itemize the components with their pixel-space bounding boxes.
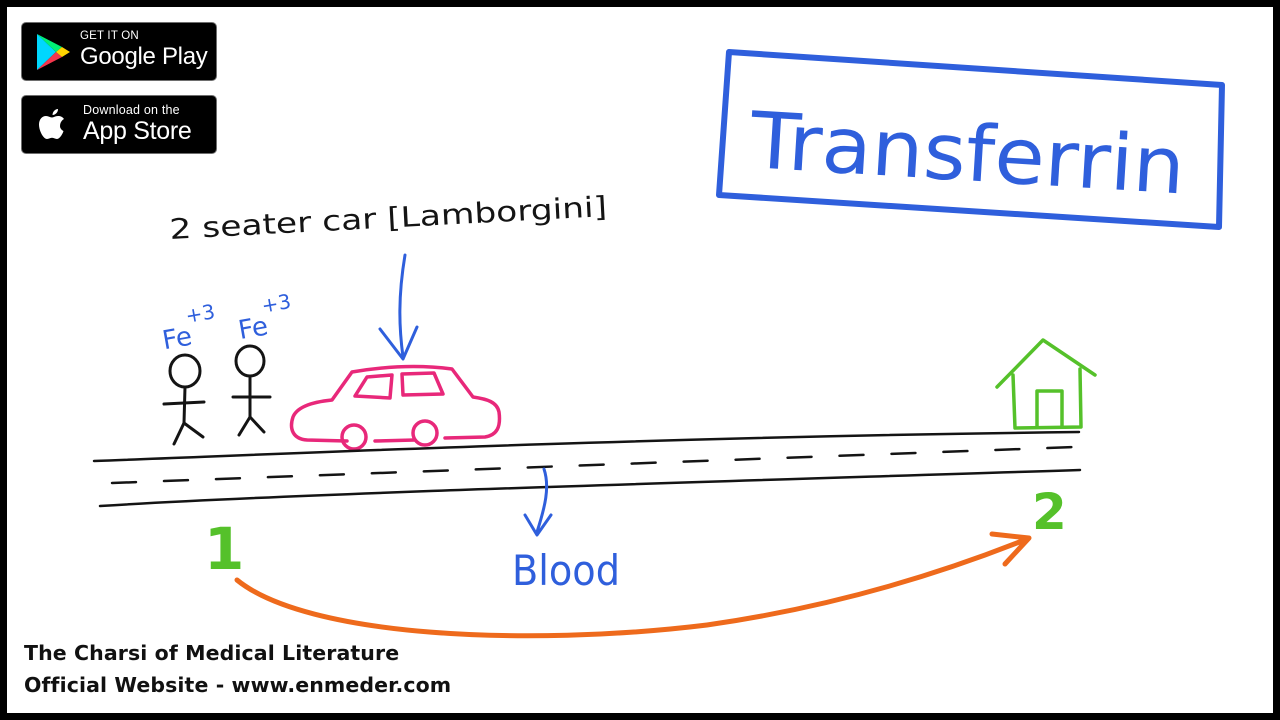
iron-ion-label-2: Fe +3 xyxy=(236,289,293,346)
iron-stick-figure-1 xyxy=(162,353,206,446)
car-drawing xyxy=(289,364,502,451)
app-store-big-text: App Store xyxy=(83,117,192,145)
svg-text:Fe: Fe xyxy=(160,322,194,357)
app-store-badge[interactable]: Download on the App Store xyxy=(21,95,217,154)
blood-pointer-arrow xyxy=(523,467,553,537)
road-blood-vessel xyxy=(92,430,1082,508)
apple-icon xyxy=(39,109,64,139)
house-icon xyxy=(995,338,1097,430)
title-text: Transferrin xyxy=(747,96,1188,212)
whiteboard-drawing: Transferrin 2 seater car [Lamborgini] Fe… xyxy=(92,49,1225,639)
app-store-small-text: Download on the xyxy=(83,103,180,117)
svg-text:Fe: Fe xyxy=(236,311,270,346)
blood-label: Blood xyxy=(512,546,620,595)
transport-arrow xyxy=(234,531,1032,639)
google-play-icon xyxy=(37,34,70,70)
svg-text:+3: +3 xyxy=(184,299,217,328)
video-frame: GET IT ON Google Play Download on the Ap… xyxy=(7,7,1273,713)
car-label: 2 seater car [Lamborgini] xyxy=(169,190,608,246)
google-play-big-text: Google Play xyxy=(80,43,208,70)
title-box xyxy=(716,49,1225,230)
google-play-small-text: GET IT ON xyxy=(80,30,139,42)
website-caption: Official Website - www.enmeder.com xyxy=(24,673,452,697)
iron-ion-label-1: Fe +3 xyxy=(160,299,217,357)
iron-stick-figure-2 xyxy=(231,344,272,437)
car-pointer-arrow xyxy=(378,253,419,361)
google-play-badge[interactable]: GET IT ON Google Play xyxy=(21,22,217,81)
svg-text:+3: +3 xyxy=(260,289,293,318)
start-point-label: 1 xyxy=(204,515,244,583)
channel-caption: The Charsi of Medical Literature xyxy=(24,641,400,665)
end-point-label: 2 xyxy=(1032,483,1067,541)
